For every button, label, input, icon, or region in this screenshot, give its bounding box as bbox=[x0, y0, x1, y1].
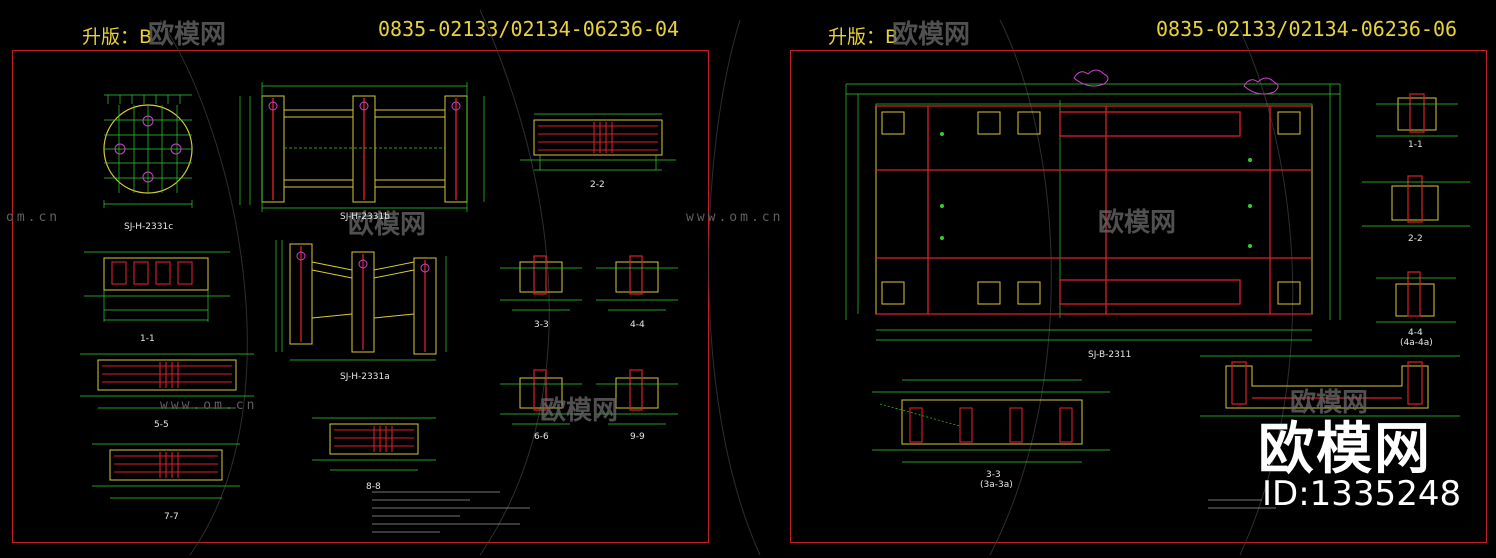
left-revision-label: 升版：B bbox=[82, 26, 153, 48]
right-notes-block bbox=[1208, 499, 1276, 509]
caption-section-4-4-sub: (4a-4a) bbox=[1400, 338, 1433, 348]
caption-plan-sj-b-2311: SJ-B-2311 bbox=[1088, 350, 1132, 360]
caption-section-7-7: 7-7 bbox=[164, 512, 179, 522]
watermark-logo-5: 欧模网 bbox=[540, 396, 619, 426]
caption-section-3-3-sub: (3a-3a) bbox=[980, 480, 1013, 490]
watermark-logo-4: 欧模网 bbox=[1098, 208, 1177, 238]
brand-logo-text: 欧模网 bbox=[1258, 417, 1432, 482]
section-9-9-left bbox=[596, 369, 678, 425]
caption-section-4-4-right: 4-4 bbox=[1408, 328, 1423, 338]
section-1-1-left bbox=[84, 251, 230, 322]
caption-section-8-8: 8-8 bbox=[366, 482, 381, 492]
section-1-1-right bbox=[1376, 93, 1458, 137]
watermark-arcs bbox=[159, 9, 1294, 556]
left-notes-block bbox=[372, 491, 530, 533]
section-4-4-left bbox=[596, 255, 678, 311]
watermark-url-3: www.om.cn bbox=[160, 398, 258, 413]
caption-section-1-1: 1-1 bbox=[140, 334, 155, 344]
caption-section-9-9: 9-9 bbox=[630, 432, 645, 442]
caption-plan-b: SJ-H-2331b bbox=[340, 212, 390, 222]
caption-section-3-3: 3-3 bbox=[534, 320, 549, 330]
section-3-3-left bbox=[500, 255, 582, 311]
caption-plan-a: SJ-H-2331a bbox=[340, 372, 390, 382]
caption-section-2-2-right: 2-2 bbox=[1408, 234, 1423, 244]
caption-section-1-1-right: 1-1 bbox=[1408, 140, 1423, 150]
right-revision-label: 升版：B bbox=[828, 26, 899, 48]
watermark-logo-1: 欧模网 bbox=[148, 20, 227, 50]
section-6-6-left bbox=[500, 369, 582, 425]
section-2-2-left bbox=[520, 113, 676, 171]
plan-sj-b-2311 bbox=[845, 69, 1341, 341]
section-7-7-left bbox=[92, 443, 240, 499]
caption-section-4-4: 4-4 bbox=[630, 320, 645, 330]
watermark-url-2: www.om.cn bbox=[686, 210, 784, 225]
watermark-logo-2: 欧模网 bbox=[892, 20, 971, 50]
right-drawing-number: 0835-02133/02134-06236-06 bbox=[1156, 17, 1458, 41]
caption-section-2-2: 2-2 bbox=[590, 180, 605, 190]
caption-plan-c: SJ-H-2331c bbox=[124, 222, 174, 232]
left-drawing-sheet bbox=[12, 50, 709, 543]
caption-section-3-3-right: 3-3 bbox=[986, 470, 1001, 480]
section-4-4-right bbox=[1376, 271, 1456, 323]
brand-id-label: ID:1335248 bbox=[1262, 474, 1462, 514]
watermark-url-1: om.cn bbox=[6, 210, 61, 225]
foundation-section-right bbox=[1200, 355, 1460, 417]
section-2-2-right bbox=[1362, 175, 1470, 227]
plan-b-frame bbox=[239, 82, 485, 212]
watermark-logo-3: 欧模网 bbox=[348, 210, 427, 240]
section-8-8-left bbox=[312, 417, 436, 471]
right-drawing-sheet bbox=[790, 50, 1487, 543]
left-drawing-number: 0835-02133/02134-06236-04 bbox=[378, 17, 680, 41]
section-5-5-left bbox=[80, 353, 254, 409]
watermark-logo-6: 欧模网 bbox=[1290, 388, 1369, 418]
plan-c-circular-pier bbox=[103, 94, 193, 208]
section-3-3-right bbox=[872, 379, 1110, 463]
caption-section-6-6: 6-6 bbox=[534, 432, 549, 442]
plan-a-frame bbox=[275, 240, 447, 361]
caption-section-5-5: 5-5 bbox=[154, 420, 169, 430]
